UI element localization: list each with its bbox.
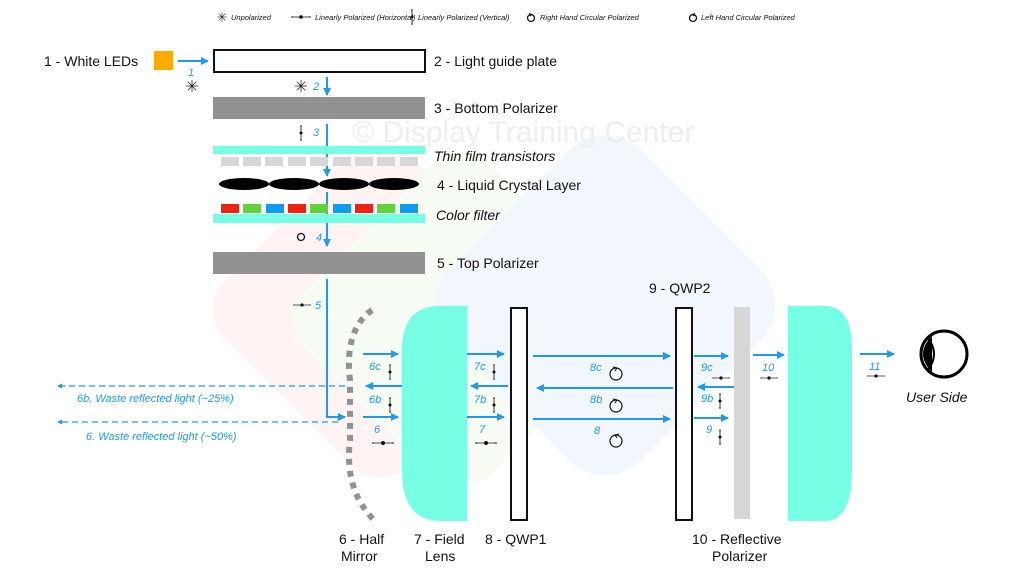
liquid-crystal-label: 4 - Liquid Crystal Layer bbox=[437, 177, 581, 193]
legend-label: Left Hand Circular Polarized bbox=[701, 13, 796, 22]
ray-label-4: 4 bbox=[316, 232, 322, 244]
output-lens bbox=[788, 306, 852, 521]
qwp1 bbox=[510, 307, 528, 521]
linear-vertical-icon bbox=[718, 428, 722, 446]
qwp2 bbox=[675, 307, 693, 521]
watermark: © Display Training Center bbox=[352, 116, 694, 149]
cf-blue bbox=[266, 204, 284, 213]
user-side-label: User Side bbox=[906, 389, 968, 405]
legend-label: Unpolarized bbox=[231, 13, 272, 22]
qwp2-label: 9 - QWP2 bbox=[649, 280, 711, 296]
field-lens-label-2: Lens bbox=[425, 548, 455, 564]
cf-blue bbox=[400, 204, 418, 213]
tft-cells bbox=[221, 157, 418, 166]
rhcp-icon bbox=[526, 13, 536, 23]
ray-label-7b: 7b bbox=[474, 394, 486, 406]
bottom-polarizer bbox=[213, 97, 425, 119]
bottom-polarizer-label: 3 - Bottom Polarizer bbox=[434, 100, 558, 116]
linear-horizontal-icon bbox=[759, 375, 779, 381]
ray-label-5: 5 bbox=[315, 300, 322, 312]
ray-label-1: 1 bbox=[188, 67, 194, 79]
ray-label-9c: 9c bbox=[701, 362, 713, 374]
top-polarizer-label: 5 - Top Polarizer bbox=[437, 255, 539, 271]
half-mirror-label: 6 - Half bbox=[339, 531, 384, 547]
ray-label-10: 10 bbox=[762, 362, 775, 374]
ray-label-9b: 9b bbox=[701, 393, 713, 405]
ray-label-2: 2 bbox=[312, 81, 319, 93]
color-filter-cells bbox=[221, 204, 418, 213]
rhcp-icon bbox=[609, 366, 623, 381]
legend: Unpolarized Linearly Polarized (Horizont… bbox=[216, 8, 796, 26]
ray-label-8b: 8b bbox=[590, 394, 602, 406]
ray-label-6: 6 bbox=[374, 424, 381, 436]
cf-red bbox=[288, 204, 306, 213]
ray-label-7: 7 bbox=[479, 424, 486, 436]
linear-vertical-icon bbox=[718, 392, 722, 410]
field-lens bbox=[402, 306, 467, 521]
qwp1-label: 8 - QWP1 bbox=[485, 531, 547, 547]
waste-25-label: 6b. Waste reflected light (~25%) bbox=[77, 393, 234, 405]
ray-label-6b: 6b bbox=[369, 394, 381, 406]
reflective-polarizer-label-2: Polarizer bbox=[712, 548, 768, 564]
ray-label-9: 9 bbox=[706, 424, 712, 436]
unpolarized-icon bbox=[216, 11, 228, 23]
linear-horizontal-icon bbox=[290, 14, 312, 20]
cf-blue bbox=[333, 204, 351, 213]
half-mirror bbox=[346, 307, 377, 523]
led-block bbox=[154, 51, 173, 70]
ray-label-8: 8 bbox=[594, 425, 601, 437]
linear-vertical-icon bbox=[299, 124, 303, 142]
cf-green bbox=[243, 204, 261, 213]
reflective-polarizer-label: 10 - Reflective bbox=[692, 531, 782, 547]
unpolarized-icon bbox=[185, 79, 199, 93]
lhcp-icon bbox=[688, 13, 698, 23]
reflective-polarizer bbox=[734, 307, 750, 519]
eye-icon bbox=[919, 329, 969, 379]
legend-label: Right Hand Circular Polarized bbox=[540, 13, 640, 22]
legend-label: Linearly Polarized (Vertical) bbox=[418, 13, 510, 22]
cf-glass bbox=[213, 214, 425, 223]
ray-label-3: 3 bbox=[313, 127, 320, 139]
linear-vertical-icon bbox=[410, 8, 414, 26]
waste-50-label: 6. Waste reflected light (~50%) bbox=[86, 431, 237, 443]
cf-green bbox=[310, 204, 328, 213]
lhcp-icon bbox=[609, 433, 623, 448]
field-lens-label: 7 - Field bbox=[414, 531, 465, 547]
color-filter-label: Color filter bbox=[436, 207, 501, 223]
cf-green bbox=[377, 204, 395, 213]
ray-label-8c: 8c bbox=[590, 362, 602, 374]
unpolarized-icon bbox=[294, 79, 308, 93]
legend-label: Linearly Polarized (Horizontal) bbox=[315, 13, 416, 22]
top-polarizer bbox=[213, 252, 425, 274]
background-shapes bbox=[212, 134, 776, 488]
tft-glass bbox=[213, 146, 425, 154]
ray-5 bbox=[326, 279, 346, 421]
cf-red bbox=[221, 204, 239, 213]
linear-horizontal-icon bbox=[866, 373, 886, 379]
tft-label: Thin film transistors bbox=[434, 148, 555, 164]
ray-label-7c: 7c bbox=[474, 361, 486, 373]
half-mirror-label-2: Mirror bbox=[341, 548, 378, 564]
ray-label-6c: 6c bbox=[369, 361, 381, 373]
rhcp-icon bbox=[609, 398, 623, 413]
light-guide-label: 2 - Light guide plate bbox=[434, 53, 557, 69]
cf-red bbox=[355, 204, 373, 213]
liquid-crystal-molecules bbox=[219, 178, 419, 190]
light-guide-plate bbox=[213, 49, 426, 73]
ray-label-11: 11 bbox=[869, 361, 880, 373]
leds-label: 1 - White LEDs bbox=[44, 53, 138, 69]
rhcp-icon bbox=[296, 232, 306, 242]
